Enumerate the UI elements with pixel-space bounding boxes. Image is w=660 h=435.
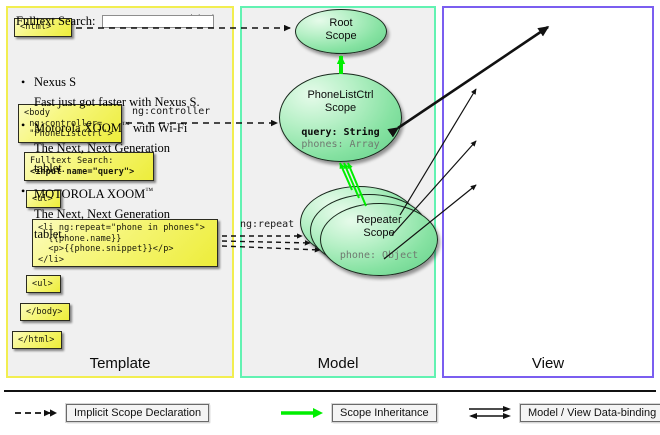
phone-snippet: Fast just got faster with Nexus S.: [34, 95, 200, 109]
legend-divider: [4, 390, 656, 392]
phone-name: MOTOROLA XOOM™: [18, 181, 200, 204]
scope-root-title-2: Scope: [325, 30, 357, 42]
scope-root-title-1: Root: [329, 17, 353, 29]
panel-template-label: Template: [89, 355, 151, 372]
list-item: MOTOROLA XOOM™ The Next, Next Generation…: [18, 181, 200, 244]
legend-item-model-view-data-binding: Model / View Data-binding: [468, 403, 660, 423]
view-search-row: Fulltext Search:: [16, 14, 214, 29]
code-box-html-close: </html>: [12, 331, 62, 349]
phone-name: Nexus S: [18, 72, 200, 92]
list-item: Nexus S Fast just got faster with Nexus …: [18, 72, 200, 112]
panel-view: View: [442, 6, 654, 378]
connector-label-repeat: ng:repeat: [240, 219, 295, 230]
legend-item-scope-inheritance: Scope Inheritance: [280, 403, 438, 423]
phone-snippet: The Next, Next Generation tablet.: [34, 141, 171, 176]
panel-view-label: View: [531, 355, 565, 372]
scope-phonelistctrl-title-1: PhoneListCtrl: [307, 89, 374, 101]
legend-item-implicit-scope-declaration: Implicit Scope Declaration: [14, 403, 211, 423]
view-phone-list: Nexus S Fast just got faster with Nexus …: [18, 72, 200, 247]
scope-phonelistctrl-title-2: Scope: [324, 102, 357, 114]
panel-model-label: Model: [317, 355, 359, 372]
scope-repeater-prop-phone: phone: Object: [339, 250, 419, 261]
code-box-html-open: <html>: [14, 18, 72, 37]
scope-repeater-front: Repeater Scope phone: Object: [320, 203, 438, 276]
scope-phonelistctrl-prop-query: query: String: [301, 127, 380, 138]
code-box-search-input-markup: <input name="query">: [30, 166, 135, 177]
phone-name: Motorola XOOM™ with Wi-Fi: [18, 115, 200, 138]
code-box-li-repeat: <li ng:repeat="phone in phones"> {{phone…: [32, 219, 218, 267]
view-search-input[interactable]: [101, 15, 214, 28]
legend-label-scope-inheritance: Scope Inheritance: [331, 403, 438, 423]
connector-label-controller: ng:controller: [132, 106, 211, 117]
phone-snippet: The Next, Next Generation tablet.: [34, 207, 171, 242]
legend-label-implicit-scope-declaration: Implicit Scope Declaration: [64, 403, 211, 423]
view-search-label: Fulltext Search:: [16, 14, 96, 28]
legend-label-model-view-data-binding: Model / View Data-binding: [518, 403, 660, 423]
scope-phonelistctrl-prop-phones: phones: Array: [301, 139, 380, 150]
code-box-body-close: </body>: [20, 303, 70, 321]
scope-repeater-title-2: Scope: [363, 227, 395, 239]
legend-arrow-dashed-icon: [15, 409, 57, 417]
scope-root: Root Scope: [295, 9, 387, 54]
scope-repeater-title-1: Repeater: [356, 214, 402, 226]
legend-arrow-double-icon: [469, 406, 511, 419]
code-box-ul-close: <ul>: [26, 275, 61, 293]
legend-arrow-green-icon: [281, 408, 323, 418]
code-box-search-label: Fulltext Search:: [30, 156, 114, 166]
scope-phonelistctrl: PhoneListCtrl Scope query: String phones…: [279, 73, 402, 162]
list-item: Motorola XOOM™ with Wi-Fi The Next, Next…: [18, 115, 200, 178]
